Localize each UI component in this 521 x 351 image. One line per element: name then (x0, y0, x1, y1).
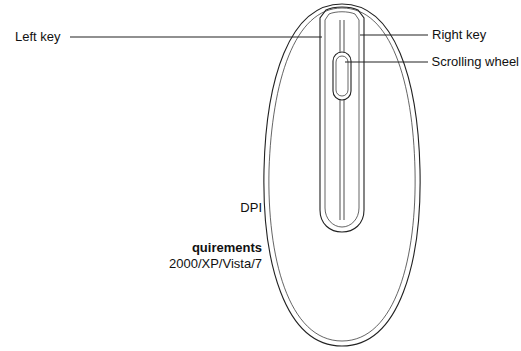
mouse-body-inner-left (269, 8, 342, 341)
mouse-body-inner (342, 8, 415, 341)
part-label: Left key (15, 29, 61, 44)
spec-text-text: 2000/XP/Vista/7 (169, 256, 262, 271)
slot-line (344, 20, 345, 220)
scrolling-wheel (333, 52, 351, 100)
slot-line (340, 20, 341, 220)
spec-text: DPI (240, 200, 262, 215)
part-label-text: Right key (432, 27, 486, 42)
mouse-body (264, 4, 420, 346)
spec-heading-text: quirements (192, 240, 262, 255)
leader-line (360, 34, 428, 35)
spec-heading: quirements (192, 240, 262, 255)
leader-line (70, 36, 322, 37)
part-label-text: Scrolling wheel (432, 54, 519, 69)
leader-line (345, 61, 428, 62)
center-strip (320, 7, 364, 232)
part-label: Scrolling wheel (432, 54, 519, 69)
part-label: Right key (432, 27, 486, 42)
spec-text-text: DPI (240, 200, 262, 215)
center-strip-inner (325, 12, 359, 227)
part-label-text: Left key (15, 29, 61, 44)
spec-text: 2000/XP/Vista/7 (169, 256, 262, 271)
